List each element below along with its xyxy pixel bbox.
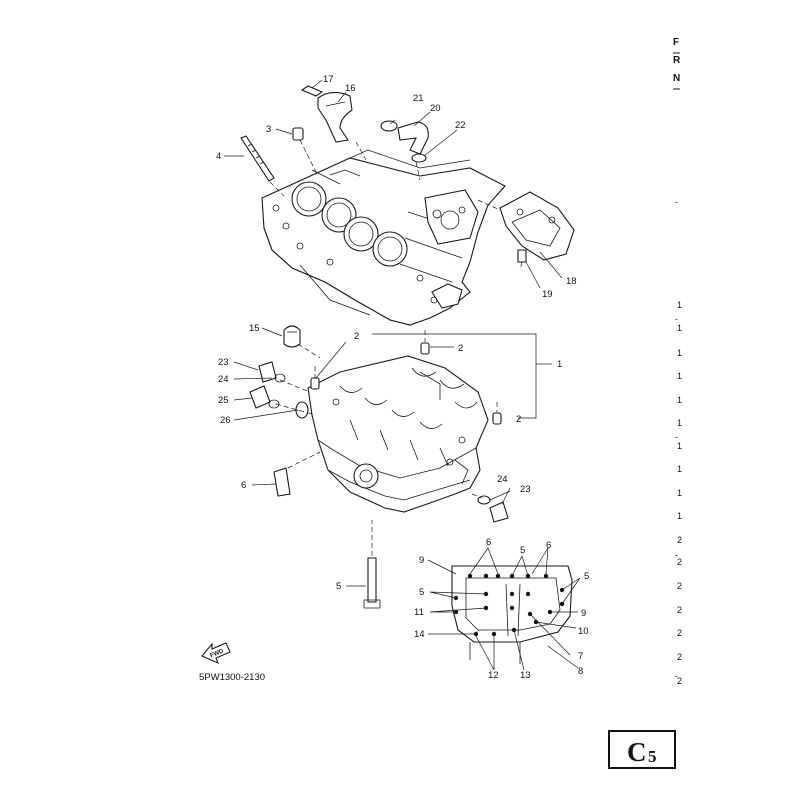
edge-number: 2 — [677, 581, 682, 591]
callout-2-b: 2 — [458, 343, 463, 354]
callout-17: 17 — [323, 74, 334, 85]
callout-18: 18 — [566, 276, 577, 287]
callout-23-right: 23 — [520, 484, 531, 495]
assembly-lines — [269, 139, 523, 556]
diagram-code: 5PW1300-2130 — [199, 672, 265, 683]
edge-number: 2 — [677, 535, 682, 545]
edge-dash: - — [675, 671, 678, 681]
edge-number: 1 — [677, 464, 682, 474]
callout-2-c: 2 — [516, 414, 521, 425]
right-edge-text: F R N - - - - - 1 1 1 1 1 1 1 1 1 1 2 2 … — [673, 37, 682, 686]
callout-labels: 17 16 21 20 22 3 4 18 19 15 2 2 2 1 23 2… — [216, 74, 589, 681]
edge-number: 1 — [677, 371, 682, 381]
callout-9-left: 9 — [419, 555, 424, 566]
callout-16: 16 — [345, 83, 356, 94]
page-badge-letter: C — [627, 737, 647, 767]
callout-5-inset-top: 5 — [520, 545, 525, 556]
callout-5-inset-left: 5 — [419, 587, 424, 598]
callout-24: 24 — [218, 374, 229, 385]
callout-7: 7 — [578, 651, 583, 662]
edge-letter: R — [673, 55, 681, 66]
edge-number: 1 — [677, 323, 682, 333]
fwd-label: FWD — [210, 648, 226, 659]
fwd-arrow: FWD — [201, 642, 231, 665]
callout-25: 25 — [218, 395, 229, 406]
callout-4: 4 — [216, 151, 221, 162]
leader-lines — [224, 79, 581, 671]
callout-10: 10 — [578, 626, 589, 637]
page-badge-number: 5 — [648, 747, 657, 766]
callout-19: 19 — [542, 289, 553, 300]
small-parts — [240, 85, 575, 609]
upper-crankcase — [261, 149, 506, 326]
callout-14: 14 — [414, 629, 425, 640]
bolt-pattern-inset — [451, 565, 573, 664]
callout-2-a: 2 — [354, 331, 359, 342]
edge-letter: F — [673, 37, 679, 48]
edge-dash: - — [675, 197, 678, 207]
callout-21: 21 — [413, 93, 424, 104]
callout-9-right: 9 — [581, 608, 586, 619]
callout-1: 1 — [557, 359, 562, 370]
callout-3: 3 — [266, 124, 271, 135]
callout-5: 5 — [336, 581, 341, 592]
page-badge: C 5 — [608, 730, 676, 769]
edge-number: 2 — [677, 676, 682, 686]
edge-number: 1 — [677, 418, 682, 428]
callout-13: 13 — [520, 670, 531, 681]
callout-6: 6 — [241, 480, 246, 491]
callout-22: 22 — [455, 120, 466, 131]
edge-number: 1 — [677, 348, 682, 358]
edge-number: 1 — [677, 395, 682, 405]
edge-number: 2 — [677, 628, 682, 638]
edge-number: 1 — [677, 300, 682, 310]
callout-24-right: 24 — [497, 474, 508, 485]
callout-15: 15 — [249, 323, 260, 334]
edge-number: 2 — [677, 652, 682, 662]
callout-11: 11 — [414, 607, 424, 618]
lower-crankcase — [307, 355, 489, 513]
edge-number: 2 — [677, 605, 682, 615]
callout-6-inset-b: 6 — [546, 540, 551, 551]
edge-number: 1 — [677, 488, 682, 498]
edge-number: 2 — [677, 557, 682, 567]
edge-number: 1 — [677, 511, 682, 521]
callout-5-inset-right: 5 — [584, 571, 589, 582]
callout-6-inset-a: 6 — [486, 537, 491, 548]
edge-dash: - — [675, 314, 678, 324]
callout-12: 12 — [488, 670, 499, 681]
callout-8: 8 — [578, 666, 583, 677]
edge-dash: - — [675, 550, 678, 560]
edge-dash: - — [675, 432, 678, 442]
callout-26: 26 — [220, 415, 231, 426]
callout-20: 20 — [430, 103, 441, 114]
edge-letter: N — [673, 73, 680, 84]
callout-23: 23 — [218, 357, 229, 368]
edge-number: 1 — [677, 441, 682, 451]
